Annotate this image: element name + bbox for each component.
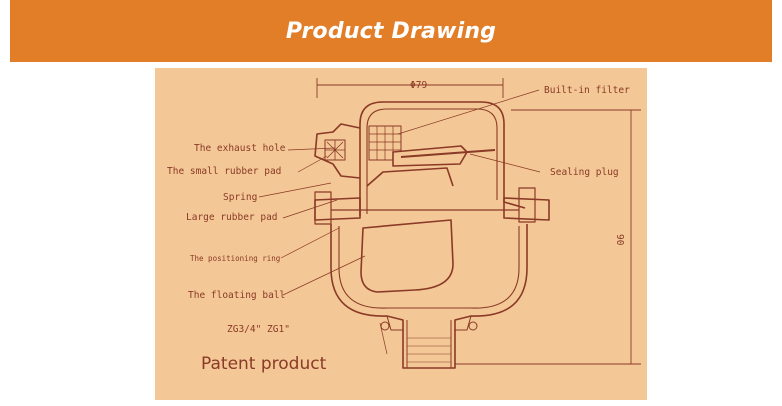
lower-bowl: [330, 224, 528, 369]
page-title: Product Drawing: [285, 18, 497, 44]
label-builtin-filter: Built-in filter: [544, 85, 630, 96]
label-spring: Spring: [223, 192, 257, 203]
label-patent-product: Patent product: [201, 354, 327, 374]
left-flange: [314, 197, 361, 221]
label-thread-spec: ZG3/4" ZG1": [227, 324, 290, 335]
header-banner: Product Drawing: [10, 0, 772, 62]
floating-ball: [360, 219, 454, 293]
label-exhaust-hole: The exhaust hole: [194, 143, 286, 154]
dimension-right-label: 90: [614, 234, 625, 246]
label-positioning-ring: The positioning ring: [190, 254, 280, 263]
label-large-rubber-pad: Large rubber pad: [186, 212, 278, 223]
valve-diagram: Φ79 90 The exhaust hole The small rubber…: [167, 78, 641, 374]
label-floating-ball: The floating ball: [188, 290, 285, 301]
upper-housing: [359, 101, 526, 216]
exhaust-assembly: [314, 123, 361, 179]
label-sealing-plug: Sealing plug: [550, 167, 619, 178]
dimension-top-label: Φ79: [410, 80, 427, 91]
right-flange: [503, 197, 550, 221]
lever-arm: [392, 145, 468, 167]
float-cap: [366, 167, 454, 187]
product-drawing-panel: Φ79 90 The exhaust hole The small rubber…: [155, 68, 647, 400]
label-small-rubber-pad: The small rubber pad: [167, 166, 281, 177]
